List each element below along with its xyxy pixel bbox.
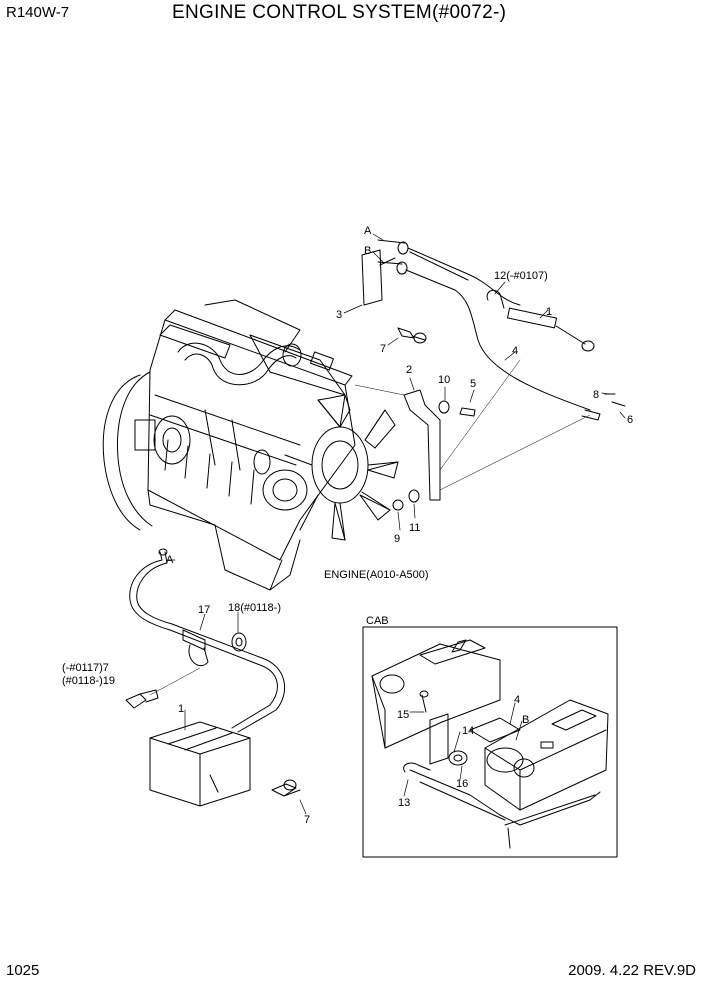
cab-inset (362, 626, 618, 858)
callout-4-top: 4 (512, 345, 518, 357)
callout-14: 14 (462, 725, 474, 737)
revision-date: 2009. 4.22 REV.9D (568, 962, 696, 979)
cooling-fan (284, 394, 399, 541)
page-number: 1025 (6, 962, 40, 979)
callout-9: 9 (394, 533, 400, 545)
callout-7-top: 7 (380, 343, 386, 355)
model-label: R140W-7 (6, 4, 70, 21)
hose-and-control-box (125, 548, 307, 815)
callout-8: 8 (593, 389, 599, 401)
callout-1-box: 1 (178, 703, 184, 715)
engine-illustration (102, 299, 399, 591)
callout-7-box: 7 (304, 814, 310, 826)
callout-13: 13 (398, 797, 410, 809)
throttle-cable-assembly (343, 233, 626, 531)
page-title: ENGINE CONTROL SYSTEM(#0072-) (172, 2, 507, 23)
callout-B-top: B (364, 245, 371, 257)
callout-A-top: A (364, 225, 372, 237)
callout-B-cab: B (522, 714, 529, 726)
callout-18: 18(#0118-) (228, 602, 281, 614)
callout-15: 15 (397, 709, 409, 721)
callout-12: 12(-#0107) (494, 270, 548, 282)
callout-2: 2 (406, 364, 412, 376)
callout-11: 11 (409, 522, 420, 534)
cab-inset-label: CAB (366, 615, 389, 627)
callout-19: (#0118-)19 (62, 675, 115, 687)
callout-3: 3 (336, 309, 342, 321)
callout-4-cab: 4 (514, 694, 520, 706)
engine-model-label: ENGINE(A010-A500) (324, 569, 429, 581)
callout-10: 10 (438, 374, 450, 386)
callout-7-19: (-#0117)7 (62, 662, 109, 674)
callout-A-hose: A (166, 554, 174, 566)
callout-6: 6 (627, 414, 633, 426)
callout-17: 17 (198, 604, 210, 616)
callout-5: 5 (470, 378, 476, 390)
callout-16: 16 (456, 778, 468, 790)
callout-1-top: 1 (546, 306, 552, 318)
